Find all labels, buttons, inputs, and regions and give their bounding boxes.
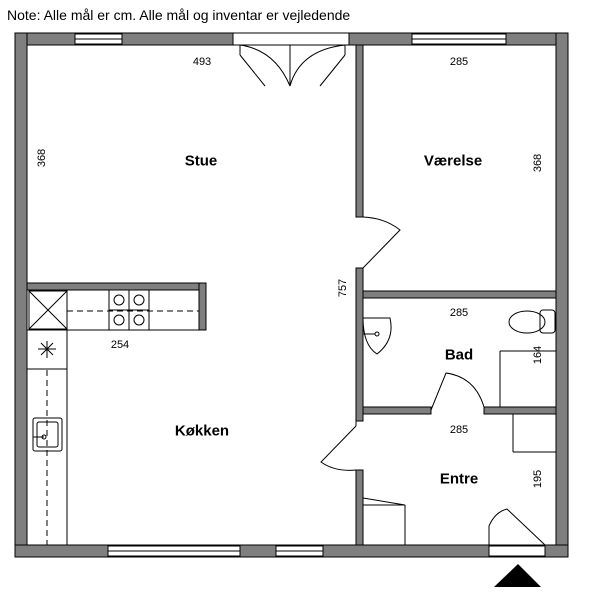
- room-label-koekken: Køkken: [174, 422, 230, 440]
- burner: [133, 314, 145, 326]
- entrance-arrow-icon: [494, 564, 541, 587]
- dim-vaerelse-width: 285: [449, 56, 469, 68]
- bathroom-fixtures: [362, 309, 556, 407]
- kitchen-bar-wall: [26, 282, 207, 291]
- dim-kitchen-counter: 254: [110, 339, 130, 351]
- wall-entre-lower: [355, 469, 364, 546]
- wall-bad-entre-right: [483, 406, 557, 415]
- kitchen-counter: [26, 289, 200, 331]
- dim-bad-width: 285: [449, 307, 469, 319]
- dim-vaerelse-height: 368: [532, 153, 544, 173]
- plan-note: Note: Alle mål er cm. Alle mål og invent…: [7, 7, 351, 23]
- dim-bad-height: 164: [532, 345, 544, 365]
- wall-right: [555, 32, 569, 558]
- balcony-door-opening: [232, 32, 350, 46]
- wall-bad-entre-left: [362, 406, 432, 415]
- dim-entre-height: 195: [532, 469, 544, 489]
- door-entre: [320, 421, 357, 471]
- washbasin-icon: [362, 317, 392, 355]
- wall-stue-vaerelse-upper: [355, 44, 364, 218]
- entre-fixtures: [362, 414, 556, 545]
- interior-doors: [320, 216, 546, 546]
- wall-left: [14, 32, 28, 558]
- sink-icon: [32, 417, 63, 452]
- dim-entre-width: 285: [449, 424, 469, 436]
- room-label-bad: Bad: [444, 346, 474, 364]
- room-label-entre: Entre: [439, 470, 479, 488]
- shower-enclosure: [499, 350, 556, 407]
- entrance-opening: [488, 545, 546, 557]
- burner: [113, 294, 125, 306]
- door-bad: [430, 372, 485, 414]
- balcony-double-door: [239, 44, 346, 87]
- dim-stue-width: 493: [192, 56, 212, 68]
- toilet-icon: [508, 309, 556, 334]
- closet: [512, 414, 556, 453]
- room-label-vaerelse: Værelse: [423, 152, 483, 170]
- door-vaerelse: [362, 216, 401, 269]
- door-entrance: [488, 508, 546, 546]
- windows: [74, 33, 546, 557]
- burner: [113, 314, 125, 326]
- room-label-stue: Stue: [184, 152, 218, 170]
- dim-total-height: 757: [337, 278, 349, 298]
- wall-vaerelse-bad: [362, 290, 557, 299]
- kitchen-bar-end: [198, 282, 207, 331]
- fridge: [28, 290, 68, 330]
- burner: [133, 294, 145, 306]
- wardrobe: [362, 497, 406, 545]
- kitchen-side-counter: [26, 329, 68, 546]
- dim-stue-height: 368: [36, 148, 48, 168]
- wall-stue-vaerelse-lower: [355, 267, 364, 422]
- extractor-icon: [38, 341, 56, 358]
